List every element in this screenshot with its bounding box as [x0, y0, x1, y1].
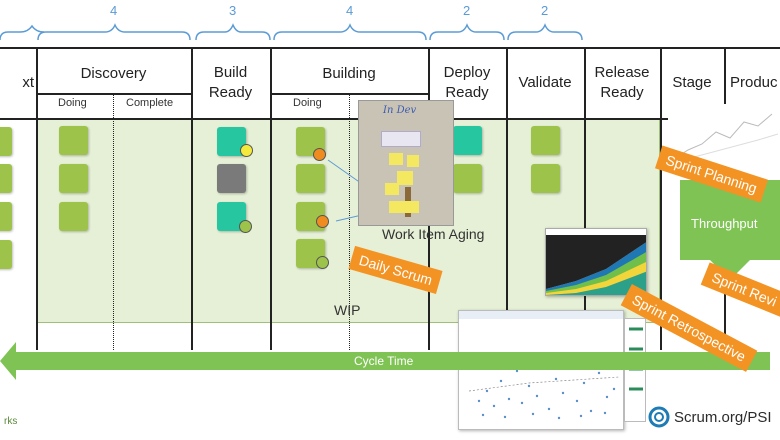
footer-left-text: rks: [4, 416, 18, 427]
sticky-note: [0, 202, 12, 231]
throughput-arrow: [680, 180, 780, 280]
col-divider-2: [191, 47, 193, 350]
board-photo: In Dev: [358, 100, 454, 226]
aging-dot: [316, 215, 329, 228]
sticky-note: [59, 126, 88, 155]
wip-limit-deploy-ready: 2: [463, 3, 471, 18]
sub-discovery-doing: Doing: [58, 97, 87, 109]
col-divider-7: [660, 47, 662, 350]
sticky-note-blocked: [217, 164, 246, 193]
aging-dot: [316, 256, 329, 269]
col-building: Building: [322, 65, 376, 82]
col-divider-5: [506, 47, 508, 350]
scrum-org-logo-icon: [648, 406, 670, 428]
col-stage: Stage: [672, 73, 712, 91]
sticky-note: [59, 202, 88, 231]
aging-dot: [239, 220, 252, 233]
wip-limit-build-ready: 3: [229, 3, 237, 18]
work-item-aging-label: Work Item Aging: [382, 226, 485, 242]
header-top-line: [0, 47, 780, 49]
col-release-ready: Release Ready: [594, 63, 650, 101]
col-validate: Validate: [518, 73, 572, 91]
aging-dot: [240, 144, 253, 157]
col-divider-3: [270, 47, 272, 350]
sticky-note: [59, 164, 88, 193]
col-build-ready: Build Ready: [208, 63, 253, 101]
col-discovery: Discovery: [80, 65, 147, 82]
sticky-note: [453, 126, 482, 155]
wip-braces: [0, 23, 583, 41]
sticky-note: [531, 126, 560, 155]
col-divider-6: [584, 47, 586, 350]
report-panel-thumbnail: [624, 318, 646, 422]
wip-limit-validate: 2: [541, 3, 549, 18]
footer-brand: Scrum.org/PSI: [674, 409, 772, 426]
scatter-chart-thumbnail: [458, 310, 624, 430]
sticky-note: [0, 164, 12, 193]
scatter-overlay: [458, 350, 646, 372]
sub-building-doing: Doing: [293, 97, 322, 109]
sticky-note: [453, 164, 482, 193]
col-divider-1: [36, 47, 38, 350]
sticky-note: [0, 127, 12, 156]
col-next: xt: [22, 73, 34, 91]
col-deploy-ready: Deploy Ready: [443, 63, 491, 101]
cycle-time-label: Cycle Time: [354, 354, 414, 368]
cfd-chart-thumbnail: [545, 228, 647, 296]
sub-discovery-complete: Complete: [126, 97, 174, 109]
throughput-label: Throughput: [691, 216, 758, 231]
wip-limit-building: 4: [346, 3, 354, 18]
sticky-note: [531, 164, 560, 193]
discovery-split: [113, 93, 114, 350]
wip-limit-discovery: 4: [110, 3, 118, 18]
col-production: Produc: [730, 73, 778, 91]
photo-note: In Dev: [383, 105, 417, 116]
aging-dot: [313, 148, 326, 161]
sticky-note: [296, 164, 325, 193]
cycle-time-bar: [10, 352, 770, 370]
building-split: [349, 93, 350, 350]
cycle-time-arrow-head: [0, 342, 16, 380]
wip-label: WIP: [334, 302, 361, 318]
sticky-note: [0, 240, 12, 269]
